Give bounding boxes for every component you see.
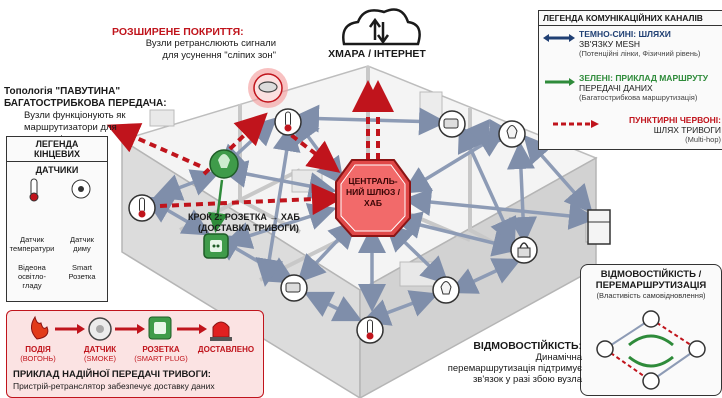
alarm-example-text: Пристрій-ретранслятор забезпечує доставк… xyxy=(13,381,215,391)
resilience-box: ВІДМОВОСТІЙКІСТЬ / ПЕРЕМАРШРУТИЗАЦІЯ (Вл… xyxy=(580,264,722,396)
legend-item-temperature: Датчик температури xyxy=(9,235,55,253)
blue-line-sample xyxy=(543,34,575,42)
step2-line-2: (ДОСТАВКА ТРИВОГИ) xyxy=(198,223,299,233)
smart-plug-flow-icon xyxy=(148,316,172,340)
step-delivered-label: ДОСТАВЛЕНО xyxy=(197,345,255,354)
step-event: ПОДІЯ (ВОГОНЬ) xyxy=(13,345,63,363)
comm-green-line2: ПЕРЕДАЧІ ДАНИХ xyxy=(579,83,653,93)
siren-icon xyxy=(210,321,232,341)
light-node-right xyxy=(498,120,526,148)
step-plug-sub: (SMART PLUG) xyxy=(134,354,188,363)
resilience-box-title-2: ПЕРЕМАРШРУТИЗАЦІЯ xyxy=(595,280,707,291)
hub-label: ЦЕНТРАЛЬ- НИЙ ШЛЮЗ / ХАБ xyxy=(338,176,408,209)
comm-red-sub: (Multi-hop) xyxy=(685,135,721,144)
smoke-detector-icon xyxy=(71,179,91,199)
smoke-detector-flow-icon xyxy=(88,317,112,341)
legend-item-video-line-3: гладу xyxy=(22,281,42,290)
camera-node xyxy=(438,110,466,138)
thermometer-icon xyxy=(29,178,39,202)
green-line-sample xyxy=(545,78,575,86)
resilience-text-1: Динамічна xyxy=(535,352,582,363)
legend-item-temperature-line-2: температури xyxy=(9,244,55,253)
temperature-sensor-node xyxy=(274,108,302,136)
resilience-text-3: зв'язок у разі збою вузла xyxy=(472,374,582,385)
comm-green-sub: (Багатострибкова маршрутизація) xyxy=(579,93,698,102)
step-plug-label: РОЗЕТКА xyxy=(142,345,180,354)
topology-text-1: Вузли функціонують як xyxy=(24,110,126,121)
step-event-sub: (ВОГОНЬ) xyxy=(20,354,56,363)
comm-green-entry: ЗЕЛЕНІ: ПРИКЛАД МАРШРУТУ ПЕРЕДАЧІ ДАНИХ … xyxy=(579,73,708,103)
thermometer-node-bottom xyxy=(356,316,384,344)
central-hub xyxy=(335,159,411,237)
red-line-sample xyxy=(553,120,599,128)
step2-label: КРОК 2: РОЗЕТКА → ХАБ (ДОСТАВКА ТРИВОГИ) xyxy=(188,212,338,234)
smoke-detector-alert xyxy=(248,68,288,108)
legend-item-video-line-1: Відеона xyxy=(18,263,46,272)
coverage-annotation: РОЗШИРЕНЕ ПОКРИТТЯ: Вузли ретранслюють с… xyxy=(112,26,292,62)
end-legend-title-1: ЛЕГЕНДА xyxy=(35,139,79,149)
light-node-bottom xyxy=(432,276,460,304)
step-sensor-label: ДАТЧИК xyxy=(83,345,117,354)
data-route xyxy=(207,179,228,233)
cloud-label: ХМАРА / ІНТЕРНЕТ xyxy=(328,48,426,60)
legend-item-smoke: Датчик диму xyxy=(59,235,105,253)
step-plug: РОЗЕТКА (SMART PLUG) xyxy=(129,345,193,363)
resilience-annotation: ВІДМОВОСТІЙКІСТЬ: Динамічна перемаршрути… xyxy=(436,340,582,385)
cloud-icon xyxy=(342,8,421,46)
legend-sensor-icons xyxy=(29,178,91,202)
comm-blue-entry: ТЕМНО-СИНІ: ШЛЯХИ ЗВ'ЯЗКУ MESH (Потенцій… xyxy=(579,29,700,59)
smart-plug-node xyxy=(203,233,229,259)
comm-blue-sub: (Потенційні лінки, Фізичний рівень) xyxy=(579,49,701,58)
alarm-example-title: ПРИКЛАД НАДІЙНОЇ ПЕРЕДАЧІ ТРИВОГИ: xyxy=(13,369,211,380)
legend-item-plug-line-2: Розетка xyxy=(68,272,96,281)
comm-red-entry: ПУНКТИРНІ ЧЕРВОНІ: ШЛЯХ ТРИВОГИ (Multi-h… xyxy=(603,115,721,145)
camera-node-lower xyxy=(280,274,308,302)
step-delivered: ДОСТАВЛЕНО xyxy=(193,345,259,354)
legend-item-plug: Smart Розетка xyxy=(59,263,105,281)
topology-text-2: маршрутизатори для xyxy=(24,122,117,133)
legend-item-video: Відеона освітло- гладу xyxy=(9,263,55,290)
resilience-box-sub: (Властивість самовідновлення) xyxy=(596,291,706,300)
lock-node xyxy=(510,236,538,264)
alarm-flow-icons xyxy=(31,315,232,341)
step2-line-1: КРОК 2: РОЗЕТКА → ХАБ xyxy=(188,212,300,222)
resilience-box-title-1: ВІДМОВОСТІЙКІСТЬ / xyxy=(600,269,702,280)
step-sensor-sub: (SMOKE) xyxy=(83,354,117,363)
legend-item-temperature-line-1: Датчик xyxy=(20,235,44,244)
coverage-title: РОЗШИРЕНЕ ПОКРИТТЯ: xyxy=(112,26,244,38)
legend-item-smoke-line-2: диму xyxy=(73,244,91,253)
comm-legend-title: ЛЕГЕНДА КОМУНІКАЦІЙНИХ КАНАЛІВ xyxy=(539,11,722,26)
coverage-text-1: Вузли ретранслюють сигнали xyxy=(145,38,276,49)
end-legend-sensors: ДАТЧИКИ xyxy=(35,165,79,175)
legend-item-smoke-line-1: Датчик xyxy=(70,235,94,244)
step-sensor: ДАТЧИК (SMOKE) xyxy=(73,345,127,363)
step-event-label: ПОДІЯ xyxy=(25,345,51,354)
hub-line-1: ЦЕНТРАЛЬ- xyxy=(348,176,398,186)
topology-title-1: Топологія "ПАВУТИНА" xyxy=(4,86,121,97)
comm-green-title: ЗЕЛЕНІ: ПРИКЛАД МАРШРУТУ xyxy=(579,73,708,83)
resilience-title: ВІДМОВОСТІЙКІСТЬ: xyxy=(473,340,582,352)
fridge-node xyxy=(587,209,611,245)
fire-icon xyxy=(31,315,49,340)
end-device-legend: ЛЕГЕНДА КІНЦЕВИХ ДАТЧИКИ Датчик температ… xyxy=(6,136,108,302)
communication-legend: ЛЕГЕНДА КОМУНІКАЦІЙНИХ КАНАЛІВ ТЕМНО-СИН… xyxy=(538,10,722,150)
alarm-example-box: ПОДІЯ (ВОГОНЬ) ДАТЧИК (SMOKE) РОЗЕТКА (S… xyxy=(6,310,264,398)
thermometer-node-left xyxy=(128,194,156,222)
end-legend-title-2: КІНЦЕВИХ xyxy=(7,149,107,162)
comm-red-title: ПУНКТИРНІ ЧЕРВОНІ: xyxy=(629,115,721,125)
light-node-green xyxy=(209,149,239,179)
hub-line-3: ХАБ xyxy=(364,198,382,208)
coverage-text-2: для усунення "сліпих зон" xyxy=(162,50,276,61)
topology-title-2: БАГАТОСТРИБКОВА ПЕРЕДАЧА: xyxy=(4,98,167,109)
comm-blue-line2: ЗВ'ЯЗКУ MESH xyxy=(579,39,641,49)
hub-line-2: НИЙ ШЛЮЗ / xyxy=(345,187,401,197)
comm-red-line2: ШЛЯХ ТРИВОГИ xyxy=(653,125,721,135)
rerouting-diagram xyxy=(596,310,706,390)
legend-item-video-line-2: освітло- xyxy=(18,272,46,281)
comm-blue-title: ТЕМНО-СИНІ: ШЛЯХИ xyxy=(579,29,671,39)
legend-item-plug-line-1: Smart xyxy=(71,263,92,272)
resilience-text-2: перемаршрутизація підтримує xyxy=(447,363,582,374)
